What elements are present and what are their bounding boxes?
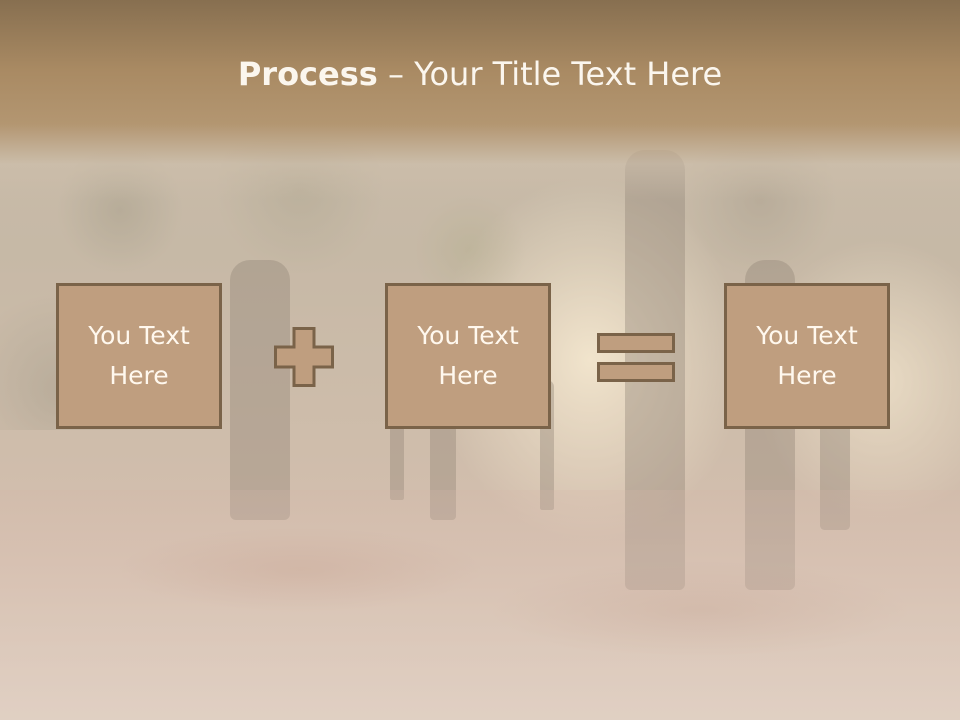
process-box-2[interactable]: You Text Here: [385, 283, 551, 429]
tree-trunk: [230, 260, 290, 520]
title-band: [0, 0, 960, 200]
equals-top-bar: [597, 333, 675, 353]
equals-bottom-bar: [597, 362, 675, 382]
leaf-covered-ground: [0, 490, 960, 720]
title-regular-part: – Your Title Text Here: [377, 55, 723, 93]
slide-title[interactable]: Process – Your Title Text Here: [0, 52, 960, 96]
process-box-3[interactable]: You Text Here: [724, 283, 890, 429]
process-box-1[interactable]: You Text Here: [56, 283, 222, 429]
title-bold-part: Process: [237, 55, 378, 93]
plus-icon: [274, 327, 334, 387]
